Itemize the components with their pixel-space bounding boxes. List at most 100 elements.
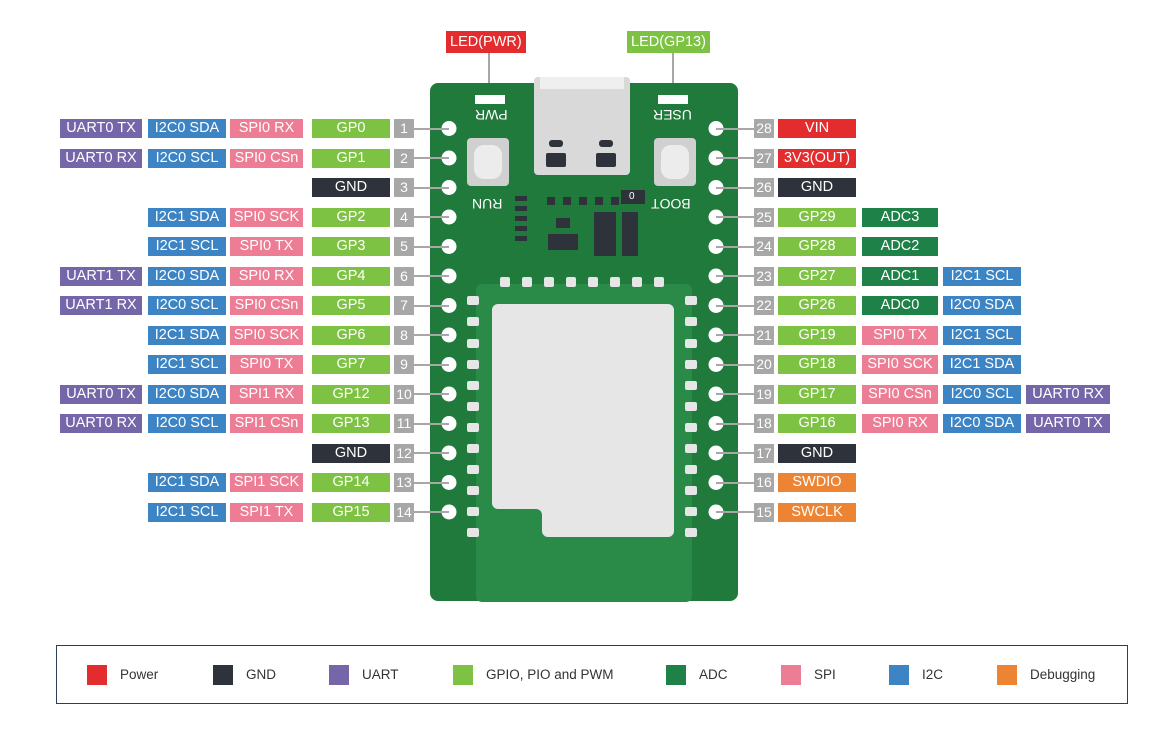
pin-hole-9 <box>441 357 457 372</box>
module-shield <box>492 304 674 537</box>
boot-switch <box>621 190 645 204</box>
pin-label-gpio: GP3 <box>312 237 390 256</box>
pin-connector <box>716 245 754 248</box>
silkscreen-run: RUN <box>472 196 503 212</box>
pin-hole-5 <box>441 239 457 254</box>
pin-label-i2c: I2C1 SDA <box>943 355 1021 374</box>
pin-label-gpio: GP28 <box>778 237 856 256</box>
pin-label-adc: ADC1 <box>862 266 938 286</box>
pin-label-i2c: I2C1 SCL <box>943 325 1021 345</box>
pin-label-gpio: GP12 <box>312 384 390 404</box>
pin-number-8: 8 <box>394 325 414 345</box>
pin-connector <box>716 304 754 307</box>
pin-connector <box>414 452 449 454</box>
pin-connector <box>716 275 754 277</box>
pin-label-spi: SPI0 CSn <box>862 384 938 404</box>
legend <box>56 645 1128 704</box>
pin-hole-14 <box>441 504 457 520</box>
pin-number-13: 13 <box>394 473 414 492</box>
pin-connector <box>716 481 754 484</box>
pin-label-gpio: GP5 <box>312 296 390 315</box>
silkscreen-pwr: PWR <box>475 107 508 123</box>
pin-label-spi: SPI0 SCK <box>862 355 938 374</box>
pin-connector <box>716 157 754 159</box>
pin-label-spi: SPI0 TX <box>862 325 938 345</box>
pin-label-gpio: GP26 <box>778 296 856 315</box>
pin-connector <box>716 127 754 130</box>
pin-number-23: 23 <box>754 266 774 286</box>
pin-connector <box>414 157 449 159</box>
legend-swatch <box>889 665 909 685</box>
pin-label-gpio: GP19 <box>778 325 856 345</box>
pin-hole-6 <box>441 268 457 284</box>
pin-number-3: 3 <box>394 178 414 197</box>
pin-connector <box>414 481 449 484</box>
legend-swatch <box>453 665 473 685</box>
pin-number-16: 16 <box>754 473 774 492</box>
pin-connector <box>716 452 754 454</box>
pin-number-24: 24 <box>754 237 774 256</box>
pin-number-15: 15 <box>754 502 774 522</box>
pin-label-i2c: I2C1 SCL <box>943 266 1021 286</box>
pin-label-spi: SPI0 CSn <box>230 148 303 168</box>
pin-hole-4 <box>441 209 457 225</box>
pin-label-uart: UART0 TX <box>1026 414 1110 433</box>
pin-number-21: 21 <box>754 325 774 345</box>
pin-label-gpio: GP17 <box>778 384 856 404</box>
legend-swatch <box>329 665 349 685</box>
pin-number-12: 12 <box>394 443 414 463</box>
pin-number-26: 26 <box>754 178 774 197</box>
pin-label-i2c: I2C1 SDA <box>148 325 226 345</box>
pin-hole-1 <box>441 121 457 136</box>
pin-label-spi: SPI0 RX <box>862 414 938 433</box>
pin-label-gpio: GP16 <box>778 414 856 433</box>
pin-connector <box>414 363 449 366</box>
pin-label-i2c: I2C0 SCL <box>148 414 226 433</box>
pin-number-11: 11 <box>394 414 414 433</box>
pin-label-i2c: I2C1 SCL <box>148 237 226 256</box>
pin-number-20: 20 <box>754 355 774 374</box>
pin-label-spi: SPI1 TX <box>230 502 303 522</box>
legend-swatch <box>213 665 233 685</box>
pin-label-gpio: GP2 <box>312 207 390 227</box>
led-user-connector <box>672 53 674 95</box>
pin-connector <box>716 363 754 366</box>
pin-number-27: 27 <box>754 148 774 168</box>
pin-label-gpio: GP6 <box>312 325 390 345</box>
pin-hole-12 <box>441 445 457 461</box>
pin-connector <box>716 393 754 395</box>
pin-connector <box>716 216 754 218</box>
pin-label-gpio: GP4 <box>312 266 390 286</box>
pin-label-gnd: GND <box>778 178 856 197</box>
module-side-pads <box>467 296 697 537</box>
pin-label-i2c: I2C0 SCL <box>943 384 1021 404</box>
usb-c-connector <box>534 77 630 175</box>
pin-label-i2c: I2C1 SCL <box>148 355 226 374</box>
pin-label-spi: SPI0 TX <box>230 355 303 374</box>
legend-swatch <box>666 665 686 685</box>
pin-number-28: 28 <box>754 119 774 138</box>
pin-number-1: 1 <box>394 119 414 138</box>
legend-swatch <box>781 665 801 685</box>
led-pwr-label: LED(PWR) <box>446 31 526 53</box>
pin-connector <box>414 245 449 248</box>
pin-label-spi: SPI0 RX <box>230 119 303 138</box>
legend-label: Debugging <box>1030 667 1096 682</box>
pin-label-gpio: GP13 <box>312 414 390 433</box>
legend-label: I2C <box>922 667 944 682</box>
legend-label: Power <box>120 667 159 682</box>
pin-label-uart: UART0 RX <box>60 148 142 168</box>
pin-number-17: 17 <box>754 443 774 463</box>
pin-label-power: 3V3(OUT) <box>778 148 856 168</box>
pin-hole-8 <box>441 327 457 343</box>
pin-label-i2c: I2C1 SDA <box>148 473 226 492</box>
pin-connector <box>716 422 754 425</box>
pin-label-i2c: I2C1 SCL <box>148 502 226 522</box>
legend-label: GND <box>246 667 276 682</box>
pin-number-19: 19 <box>754 384 774 404</box>
pin-label-spi: SPI0 SCK <box>230 325 303 345</box>
pin-label-gpio: GP29 <box>778 207 856 227</box>
pin-label-gnd: GND <box>778 443 856 463</box>
pin-label-uart: UART0 TX <box>60 384 142 404</box>
legend-label: GPIO, PIO and PWM <box>486 667 614 682</box>
